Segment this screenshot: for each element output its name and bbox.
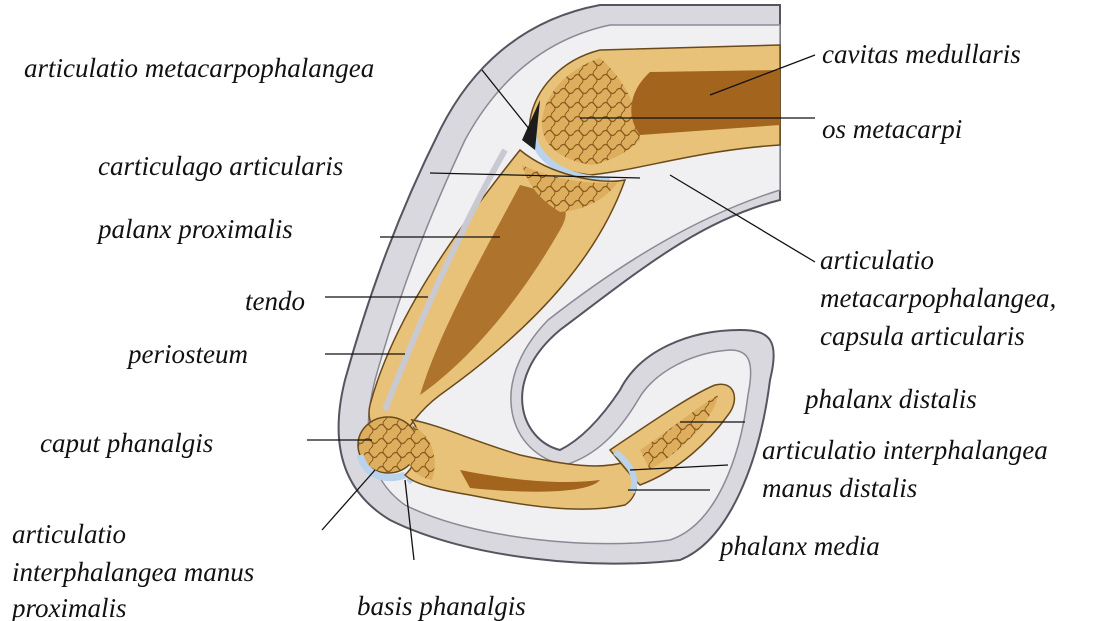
label-periosteum: periosteum (128, 338, 248, 370)
label-art-interph-proximalis-line1: articulatio (12, 518, 126, 550)
label-cavitas-medullaris: cavitas medullaris (822, 38, 1021, 70)
label-capsula-line3: capsula articularis (820, 320, 1025, 352)
label-palanx-proximalis: palanx proximalis (98, 213, 293, 245)
label-art-interph-distalis-line2: manus distalis (762, 472, 917, 504)
label-caput-phanalgis: caput phanalgis (40, 427, 213, 459)
label-art-interph-proximalis-line2: interphalangea manus (12, 556, 254, 588)
label-basis-phanalgis: basis phanalgis (357, 590, 526, 621)
label-capsula-line2: metacarpophalangea, (820, 282, 1056, 314)
metacarpal-marrow (631, 70, 780, 135)
label-phalanx-media: phalanx media (720, 530, 880, 562)
label-phalanx-distalis: phalanx distalis (805, 383, 977, 415)
label-capsula-line1: articulatio (820, 244, 934, 276)
label-carticulago-articularis: carticulago articularis (98, 150, 343, 182)
label-art-interph-proximalis-line3: proximalis (12, 592, 127, 621)
label-os-metacarpi: os metacarpi (822, 113, 962, 145)
label-art-interph-distalis-line1: articulatio interphalangea (762, 434, 1048, 466)
label-tendo: tendo (245, 285, 305, 317)
label-art-metacarpophalangea: articulatio metacarpophalangea (24, 52, 374, 84)
